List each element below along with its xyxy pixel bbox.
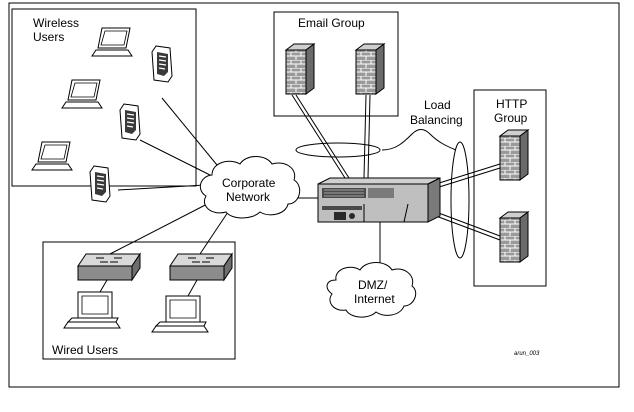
load-balancing-markers <box>295 129 470 259</box>
link-ap1-network <box>161 97 227 177</box>
wireless-laptop-3 <box>31 141 73 171</box>
link-switch1-network <box>109 199 216 255</box>
email-group-box <box>273 11 399 117</box>
dmz-label-line1: DMZ/ <box>358 278 388 292</box>
wired-desktop-1 <box>63 291 121 329</box>
wireless-laptop-2 <box>61 79 103 109</box>
link-ap2-network <box>139 139 221 181</box>
email-server-firewall-2 <box>355 43 385 95</box>
access-point-1 <box>151 45 173 83</box>
link-email2-lb-a <box>363 94 367 179</box>
http-server-firewall-1 <box>499 129 529 181</box>
http-group-label-line1: HTTP <box>496 97 527 111</box>
wired-desktop-2 <box>151 295 209 333</box>
link-switch2-network <box>199 205 233 255</box>
corporate-network-label-line2: Network <box>226 190 271 204</box>
http-group-label-line2: Group <box>494 111 528 125</box>
wired-users-label: Wired Users <box>52 343 118 357</box>
load-balancing-brace <box>381 129 457 151</box>
load-balancing-ellipse-email <box>295 142 381 158</box>
corporate-network-label-line1: Corporate <box>222 176 276 190</box>
access-point-2 <box>119 103 141 141</box>
http-group-box <box>473 89 547 287</box>
link-email2-lb-b <box>367 94 371 179</box>
email-group-label: Email Group <box>298 16 365 30</box>
http-server-firewall-2 <box>499 211 529 263</box>
outer-frame <box>8 2 620 388</box>
wireless-laptop-1 <box>91 27 133 57</box>
corporate-network-cloud <box>199 156 301 219</box>
wired-users-box <box>42 241 236 360</box>
load-balancing-ellipse-http <box>450 141 470 259</box>
dmz-internet-cloud <box>326 262 417 318</box>
link-email1-lb-b <box>295 94 350 179</box>
load-balancing-label-line1: Load <box>424 98 451 112</box>
email-server-firewall-1 <box>285 43 315 95</box>
figure-id-label: arun_003 <box>514 351 540 357</box>
wireless-users-label-line2: Users <box>33 30 64 44</box>
wireless-users-label-line1: Wireless <box>33 16 79 30</box>
load-balancer-device <box>317 177 441 223</box>
dmz-label-line2: Internet <box>354 292 395 306</box>
switch-1 <box>77 253 141 281</box>
link-email1-lb-a <box>291 94 346 179</box>
switch-2 <box>169 253 233 281</box>
load-balancing-label-line2: Balancing <box>410 113 463 127</box>
access-point-3 <box>89 165 111 203</box>
link-ap3-network <box>117 184 206 191</box>
